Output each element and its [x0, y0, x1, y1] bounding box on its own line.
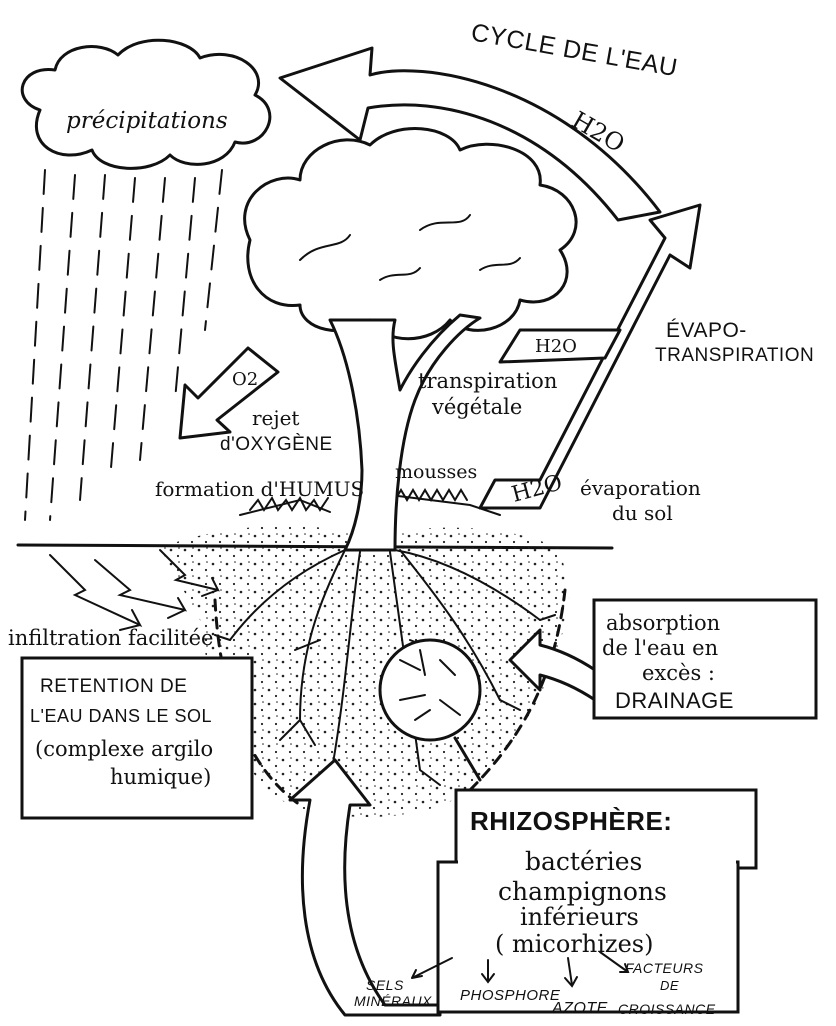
- absorption-line-4: DRAINAGE: [615, 688, 734, 713]
- rhizosphere-line-2: champignons: [498, 877, 667, 906]
- cycle-title: CYCLE DE L'EAU: [469, 18, 680, 82]
- tree-crown: [245, 129, 576, 339]
- output-azote: AZOTE: [551, 1000, 608, 1017]
- transpiration-line-2: végétale: [431, 395, 522, 419]
- rhizosphere-line-1: bactéries: [525, 847, 642, 876]
- cloud-icon: [22, 40, 270, 168]
- rain-lines: [25, 170, 222, 520]
- output-facteurs: FACTEURS: [625, 960, 704, 976]
- mousses-label: mousses: [395, 461, 477, 483]
- oxygen-line-2: d'OXYGÈNE: [220, 434, 333, 455]
- absorption-box: absorption de l'eau en excès : DRAINAGE: [594, 600, 816, 718]
- transpiration-line-1: transpiration: [418, 369, 557, 393]
- infiltration-label: infiltration facilitée: [8, 626, 213, 650]
- o2-label: O2: [232, 369, 258, 390]
- rhizosphere-line-3: inférieurs: [520, 903, 639, 931]
- output-de: DE: [660, 978, 679, 993]
- absorption-line-3: excès :: [642, 661, 715, 685]
- absorption-line-1: absorption: [606, 611, 720, 635]
- humus-label: formation d'HUMUS: [155, 477, 364, 501]
- evapotranspiration-line-1: ÉVAPO-: [666, 319, 747, 342]
- rhizosphere-line-4: ( micorhizes): [495, 930, 653, 958]
- output-phosphore: PHOSPHORE: [460, 987, 561, 1004]
- oxygen-line-1: rejet: [252, 406, 299, 430]
- retention-line-3: (complexe argilo: [35, 737, 213, 761]
- retention-box: RETENTION DE L'EAU DANS LE SOL (complexe…: [22, 658, 252, 818]
- absorption-line-2: de l'eau en: [602, 636, 718, 660]
- retention-line-1: RETENTION DE: [40, 676, 187, 697]
- retention-line-4: humique): [110, 765, 211, 789]
- output-sels: SELS: [366, 977, 404, 993]
- evaporation-line-1: évaporation: [580, 476, 701, 500]
- output-mineraux: MINÉRAUX: [354, 993, 432, 1009]
- tree-trunk: [330, 315, 480, 550]
- transpiration-h2o-label: H2O: [535, 336, 577, 357]
- precipitations-label: précipitations: [66, 108, 228, 134]
- output-croissance: CROISSANCE: [618, 1001, 716, 1017]
- rhizosphere-title: RHIZOSPHÈRE:: [470, 806, 672, 836]
- evapotranspiration-line-2: TRANSPIRATION: [655, 345, 814, 366]
- retention-line-2: L'EAU DANS LE SOL: [30, 706, 212, 726]
- evaporation-line-2: du sol: [612, 501, 673, 525]
